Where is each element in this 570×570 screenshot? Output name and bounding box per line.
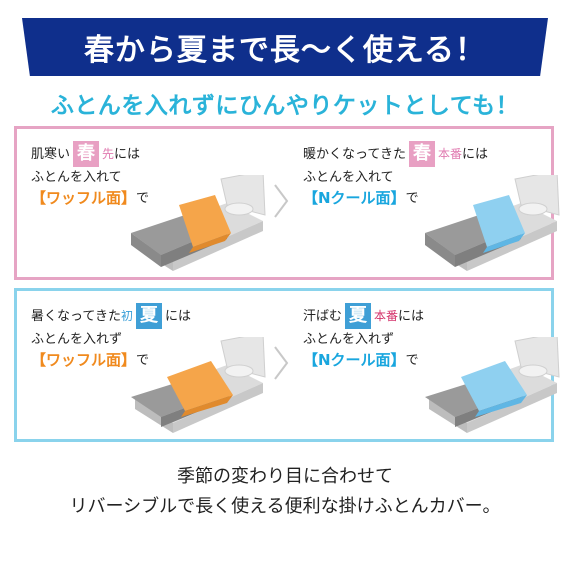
- bed-orange-cover-illustration: [131, 337, 266, 433]
- summer-peak-step: 汗ばむ 夏 本番 には ふとんを入れず 【Nクール面】 で: [289, 291, 560, 439]
- waffle-face-label: 【ワッフル面】: [31, 189, 137, 207]
- summer-early-caption: 暑くなってきた 初 夏 には ふとんを入れず 【ワッフル面】 で: [31, 303, 191, 371]
- spring-early-step: 肌寒い 春 先 には ふとんを入れて 【ワッフル面】 で: [17, 129, 267, 277]
- season-tag: 本番: [437, 146, 462, 161]
- summer-panel: 暑くなってきた 初 夏 には ふとんを入れず 【ワッフル面】 で: [14, 288, 560, 442]
- season-tag: 先: [102, 146, 115, 161]
- bed-blue-duvet-illustration: [425, 175, 560, 271]
- summer-early-step: 暑くなってきた 初 夏 には ふとんを入れず 【ワッフル面】 で: [17, 291, 267, 439]
- caption-text: ふとんを入れて: [31, 170, 122, 185]
- waffle-face-label: 【ワッフル面】: [31, 351, 137, 369]
- caption-text: で: [405, 191, 419, 206]
- caption-text: 暑くなってきた: [31, 308, 121, 324]
- bed-orange-duvet-illustration: [131, 175, 266, 271]
- footer-line: 季節の変わり目に合わせて: [177, 466, 393, 487]
- bed-blue-cover-illustration: [425, 337, 560, 433]
- chevron-right-icon: [274, 184, 289, 218]
- chevron-right-icon: [274, 346, 289, 380]
- caption-text: ふとんを入れず: [31, 332, 123, 347]
- header-banner: 春から夏まで長〜く使える！: [22, 18, 548, 76]
- spring-early-caption: 肌寒い 春 先 には ふとんを入れて 【ワッフル面】 で: [31, 141, 149, 209]
- caption-text: 肌寒い: [31, 146, 71, 162]
- season-badge-spring: 春: [73, 141, 100, 167]
- caption-text: で: [136, 191, 150, 206]
- spring-peak-step: 暖かくなってきた 春 本番 には ふとんを入れて 【Nクール面】 で: [289, 129, 560, 277]
- ncool-face-label: 【Nクール面】: [303, 189, 406, 207]
- caption-text: ふとんを入れて: [303, 170, 394, 185]
- caption-text: ふとんを入れず: [303, 332, 395, 347]
- season-tag: 初: [120, 308, 133, 323]
- caption-text: 暖かくなってきた: [303, 146, 406, 162]
- spring-peak-caption: 暖かくなってきた 春 本番 には ふとんを入れて 【Nクール面】 で: [303, 141, 488, 209]
- season-badge-spring: 春: [408, 141, 435, 167]
- summer-peak-caption: 汗ばむ 夏 本番 には ふとんを入れず 【Nクール面】 で: [303, 303, 424, 371]
- season-badge-summer: 夏: [345, 303, 372, 329]
- caption-text: には: [398, 308, 425, 324]
- caption-text: 汗ばむ: [303, 308, 343, 324]
- banner-title: 春から夏まで長〜く使える！: [83, 33, 487, 68]
- caption-text: で: [405, 353, 419, 368]
- caption-text: で: [136, 353, 150, 368]
- season-tag: 本番: [374, 308, 399, 323]
- caption-text: には: [461, 146, 488, 162]
- season-badge-summer: 夏: [135, 303, 162, 329]
- spring-panel: 肌寒い 春 先 には ふとんを入れて 【ワッフル面】 で: [14, 126, 560, 280]
- footer-line: リバーシブルで長く使える便利な掛けふとんカバー。: [69, 496, 501, 517]
- caption-text: には: [164, 308, 191, 324]
- footer-description: 季節の変わり目に合わせて リバーシブルで長く使える便利な掛けふとんカバー。: [0, 462, 570, 522]
- ncool-face-label: 【Nクール面】: [303, 351, 406, 369]
- subtitle: ふとんを入れずにひんやりケットとしても！: [50, 93, 520, 119]
- caption-text: には: [114, 146, 141, 162]
